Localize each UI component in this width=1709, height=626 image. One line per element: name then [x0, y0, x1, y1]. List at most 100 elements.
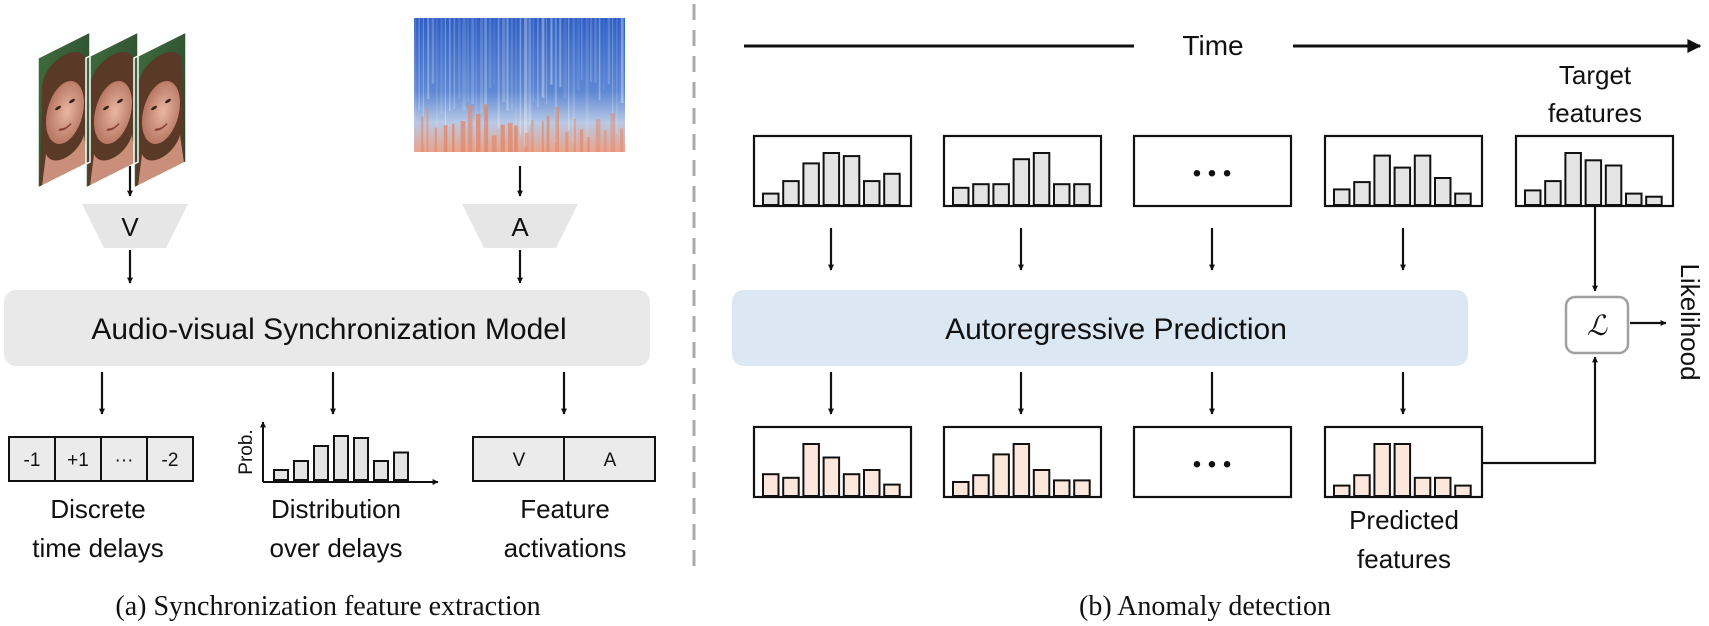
predicted-feature-bar [802, 443, 820, 497]
spectrogram-texture [573, 118, 576, 152]
spectrogram-texture [484, 18, 487, 108]
spectrogram-texture [484, 104, 489, 152]
input-feature-bar [952, 186, 970, 207]
spectrogram-texture [620, 128, 624, 152]
spectrogram-texture [508, 122, 513, 152]
input-feature-bar [1393, 166, 1412, 207]
predicted-feature-bar [1373, 443, 1391, 497]
spectrogram-texture [449, 18, 451, 111]
predicted-feature-bar [1454, 484, 1472, 498]
input-feature-box [942, 134, 1103, 208]
activations-caption-line2: activations [504, 533, 627, 563]
distribution-caption-line1: Distribution [271, 494, 401, 524]
panel-a-caption: (a) Synchronization feature extraction [115, 591, 540, 622]
spectrogram-texture [603, 18, 605, 91]
input-feature-bar [1353, 181, 1371, 207]
spectrogram-texture [524, 132, 529, 152]
spectrogram-texture [434, 127, 437, 152]
target-features-label-line1: Target [1559, 60, 1632, 90]
spectrogram-texture [607, 18, 611, 85]
spectrogram-texture [585, 18, 589, 141]
spectrogram-texture [581, 18, 583, 80]
spectrogram-texture [480, 18, 484, 113]
spectrogram-texture [616, 18, 618, 134]
predicted-feature-bar [883, 483, 901, 498]
predicted-feature-bar [952, 481, 970, 497]
input-feature-bar [1544, 180, 1562, 207]
spectrogram-texture [528, 18, 532, 126]
spectrogram-texture [546, 115, 550, 152]
audio-encoder-label: A [511, 212, 529, 242]
input-feature-bar [1053, 183, 1071, 206]
audio-spectrogram-image [414, 18, 625, 152]
spectrogram-texture [572, 18, 575, 143]
spectrogram-texture [559, 18, 562, 88]
input-feature-bar [1333, 188, 1351, 206]
distribution-bar [373, 460, 389, 481]
spectrogram-texture [431, 18, 435, 84]
spectrogram-texture [502, 18, 506, 102]
distribution-bar [333, 435, 349, 481]
input-feature-bar [1413, 154, 1432, 207]
input-feature-bar [1604, 164, 1623, 206]
spectrogram-texture [440, 18, 443, 115]
spectrogram-texture [427, 18, 430, 99]
predicted-feature-bar [842, 473, 861, 498]
spectrogram-texture [506, 18, 509, 111]
spectrogram-texture [453, 18, 456, 109]
sync-model-label: Audio-visual Synchronization Model [91, 313, 566, 346]
predicted-feature-box [752, 425, 913, 499]
spectrogram-texture [524, 18, 528, 147]
predicted-feature-bar [1032, 469, 1051, 497]
spectrogram-texture [587, 137, 590, 152]
spectrogram-texture [568, 18, 570, 131]
predicted-features-label-line1: Predicted [1349, 505, 1459, 535]
predicted-feature-bar [1393, 443, 1412, 497]
loss-box [1564, 295, 1630, 355]
spectrogram-texture [563, 18, 567, 98]
delay-cell: -2 [162, 450, 179, 471]
input-feature-box [752, 134, 913, 208]
input-feature-bar [1584, 159, 1603, 207]
predicted-features-label-line2: features [1357, 544, 1451, 574]
delay-cell: +1 [67, 450, 89, 471]
input-feature-bar [1032, 152, 1051, 206]
discrete-delays-strip: -1 +1 ··· -2 [8, 436, 194, 482]
input-feature-bar [1454, 192, 1472, 207]
predicted-feature-bar [822, 456, 841, 497]
distribution-bar [293, 460, 309, 481]
spectrogram-texture [467, 105, 473, 152]
activations-caption-line1: Feature [520, 494, 610, 524]
spectrogram-texture [610, 113, 616, 152]
spectrogram-texture [471, 18, 475, 104]
spectrogram-texture [414, 18, 417, 120]
spectrogram-texture [443, 125, 448, 152]
predicted-feature-bar [1073, 479, 1091, 497]
input-feature-bar [992, 183, 1010, 206]
spectrogram-texture [476, 114, 481, 152]
spectrogram-texture [458, 18, 461, 99]
predicted-feature-bar [762, 473, 780, 498]
spectrogram-texture [497, 18, 500, 129]
autoregressive-label: Autoregressive Prediction [945, 313, 1287, 346]
input-feature-bar [762, 192, 780, 207]
delay-cell: ··· [115, 450, 134, 471]
spectrogram-texture [436, 18, 438, 128]
ellipsis-text: • • • [1193, 451, 1232, 478]
spectrogram-texture [452, 123, 455, 152]
spectrogram-texture [519, 18, 522, 135]
spectrogram-texture [546, 18, 547, 105]
input-feature-bar [782, 180, 800, 207]
loss-symbol: ℒ [1587, 311, 1608, 342]
panel-b-anomaly-detection: Time Target features • • • [732, 30, 1705, 622]
distribution-bar [273, 469, 289, 481]
spectrogram-texture [475, 18, 477, 147]
predicted-feature-bar [863, 469, 881, 497]
input-feature-bar [863, 180, 881, 207]
spectrogram-texture [462, 18, 466, 111]
spectrogram-texture [598, 18, 601, 100]
spectrogram-texture [537, 18, 539, 108]
predicted-feature-bar [972, 474, 990, 498]
spectrogram-texture [565, 131, 569, 152]
